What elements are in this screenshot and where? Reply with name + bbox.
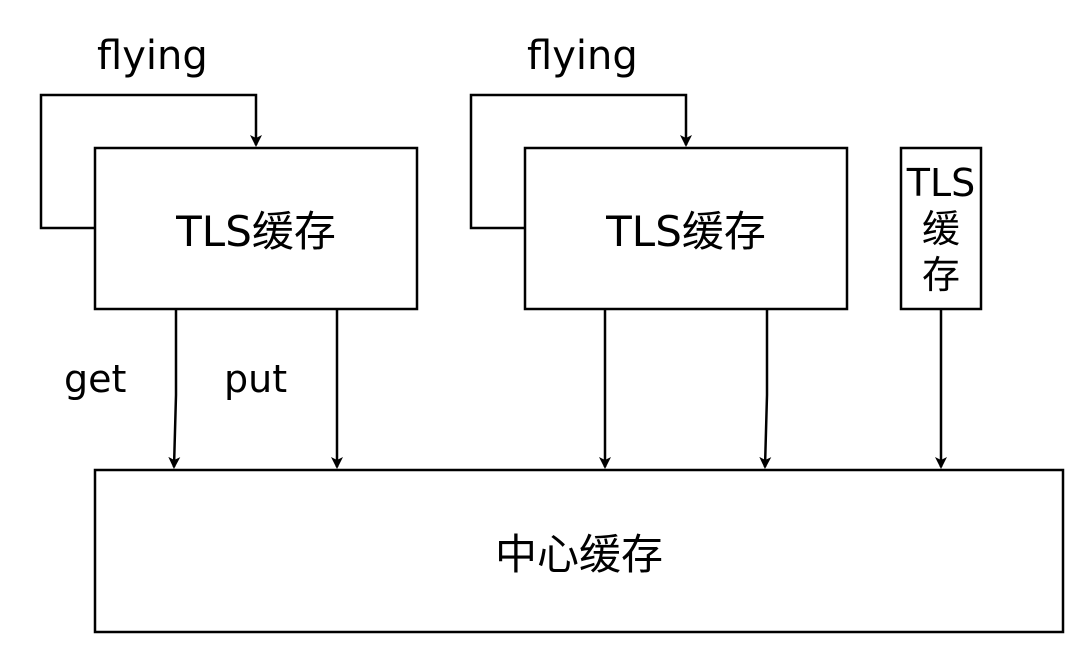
tls-box-1-title: TLS缓存 bbox=[176, 207, 336, 256]
get-label: get bbox=[64, 357, 127, 401]
tls-box-2 bbox=[523, 146, 849, 311]
central-cache-title: 中心缓存 bbox=[494, 529, 663, 579]
central-cache-box bbox=[93, 468, 1065, 634]
tls-box-3-line-2: 缓 bbox=[921, 206, 960, 251]
put-label: put bbox=[224, 357, 288, 401]
tls-box-3-line-3: 存 bbox=[921, 252, 960, 297]
put-arrow-2 bbox=[759, 309, 772, 469]
get-arrow-1 bbox=[168, 309, 181, 469]
tls-box-3-title: TLS 缓 存 bbox=[901, 148, 981, 309]
flying-loop-1 bbox=[39, 93, 262, 230]
tls-box-3-line-1: TLS bbox=[906, 160, 976, 205]
flying-loop-2 bbox=[469, 93, 692, 230]
tls-box-1 bbox=[93, 146, 419, 311]
flying-label-2: flying bbox=[527, 33, 638, 79]
tls-box-2-title: TLS缓存 bbox=[606, 207, 766, 256]
flying-label-1: flying bbox=[97, 33, 208, 79]
